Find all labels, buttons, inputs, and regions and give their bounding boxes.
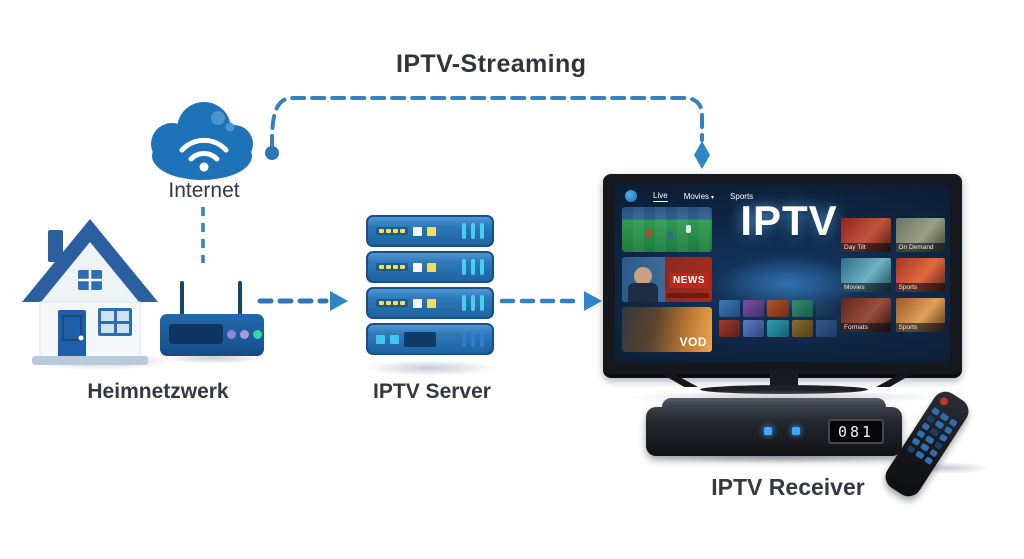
tile-caption: On Demand [895, 243, 945, 252]
house-illustration [22, 219, 158, 365]
tile-caption: Day Tilt [841, 243, 891, 252]
server-drive-slot [404, 331, 436, 347]
tv-left-tiles: NEWS VOD [622, 207, 712, 352]
streaming-dashed-path [270, 96, 704, 150]
vod-thumbnail: VOD [622, 307, 712, 352]
wifi-icon [179, 137, 229, 162]
server-shadow [364, 360, 496, 376]
router-led [240, 330, 249, 339]
router-led [227, 330, 236, 339]
iptv-server-illustration [366, 215, 494, 359]
right-arrowhead-icon [330, 291, 348, 311]
tile-caption: Sports [895, 283, 945, 292]
internet-label: Internet [168, 179, 240, 202]
tile: Day Tilt [841, 218, 891, 252]
router-display [169, 324, 223, 344]
router-led [253, 330, 262, 339]
server-leds [376, 299, 408, 307]
thumbnail [791, 320, 813, 337]
thumbnail [815, 300, 837, 317]
tile: On Demand [895, 218, 945, 252]
tv-stand-base [700, 385, 868, 394]
thumbnail [791, 300, 813, 317]
news-badge: NEWS [669, 273, 709, 288]
server-vents [462, 259, 484, 275]
receiver-led [764, 427, 772, 435]
iptv-receiver-illustration: 081 [646, 398, 902, 456]
tile: Formats [841, 298, 891, 332]
server-vents [462, 295, 484, 311]
right-arrowhead-icon [584, 291, 602, 311]
server-leds [376, 263, 408, 271]
router-illustration [160, 276, 264, 360]
roof [22, 219, 158, 302]
tile-caption: Formats [841, 323, 891, 332]
iptv-server-label: IPTV Server [373, 380, 491, 403]
iptv-receiver-label: IPTV Receiver [711, 474, 865, 500]
tv-nav-live: Live [653, 190, 668, 202]
tile: Movies [841, 258, 891, 292]
news-thumbnail: NEWS [622, 257, 712, 302]
server-vents [462, 331, 484, 347]
server-rack-unit [366, 287, 494, 319]
tile: Sports [895, 258, 945, 292]
down-arrowhead-icon [694, 141, 710, 169]
server-vents [462, 223, 484, 239]
server-rack-unit [366, 323, 494, 355]
chevron-down-icon: ▾ [711, 194, 715, 201]
thumbnail [815, 320, 837, 337]
thumbnail [743, 320, 765, 337]
receiver-led [792, 427, 800, 435]
tv-hero-title: IPTV [740, 197, 838, 244]
remote-power-button [938, 395, 950, 407]
vod-label: VOD [679, 335, 707, 349]
server-leds [376, 227, 408, 235]
tv-screen: Live Movies▾ Sports NEWS VOD IPTV [615, 184, 950, 362]
door [58, 310, 86, 358]
receiver-channel-display: 081 [828, 419, 884, 444]
news-anchor [628, 267, 658, 302]
thumbnail [767, 300, 789, 317]
internet-cloud-illustration [151, 102, 253, 180]
tv-pedestal [770, 370, 798, 387]
tv-channel-grid [719, 300, 837, 337]
tile-caption: Sports [895, 323, 945, 332]
tv-nav-sports: Sports [730, 191, 754, 201]
tile: Sports [895, 298, 945, 332]
thumbnail [719, 300, 741, 317]
tile-caption: Movies [841, 283, 891, 292]
tv-nav-movies: Movies▾ [683, 191, 715, 201]
diagram-title: IPTV-Streaming [396, 50, 587, 78]
server-rack-unit [366, 215, 494, 247]
chimney [48, 230, 63, 262]
server-rack-unit [366, 251, 494, 283]
router-antenna [180, 281, 184, 315]
router-antenna [238, 281, 242, 315]
thumbnail [719, 320, 741, 337]
thumbnail [743, 300, 765, 317]
tv-nav-bar: Live Movies▾ Sports [625, 188, 942, 204]
sports-thumbnail [622, 207, 712, 252]
tv-app-logo-icon [625, 190, 637, 202]
thumbnail [767, 320, 789, 337]
tv-illustration: Live Movies▾ Sports NEWS VOD IPTV [603, 174, 962, 378]
path-start-dot [265, 146, 279, 160]
home-network-label: Heimnetzwerk [87, 380, 229, 403]
tv-right-tiles: Day Tilt On Demand Movies Sports Formats… [841, 218, 945, 332]
